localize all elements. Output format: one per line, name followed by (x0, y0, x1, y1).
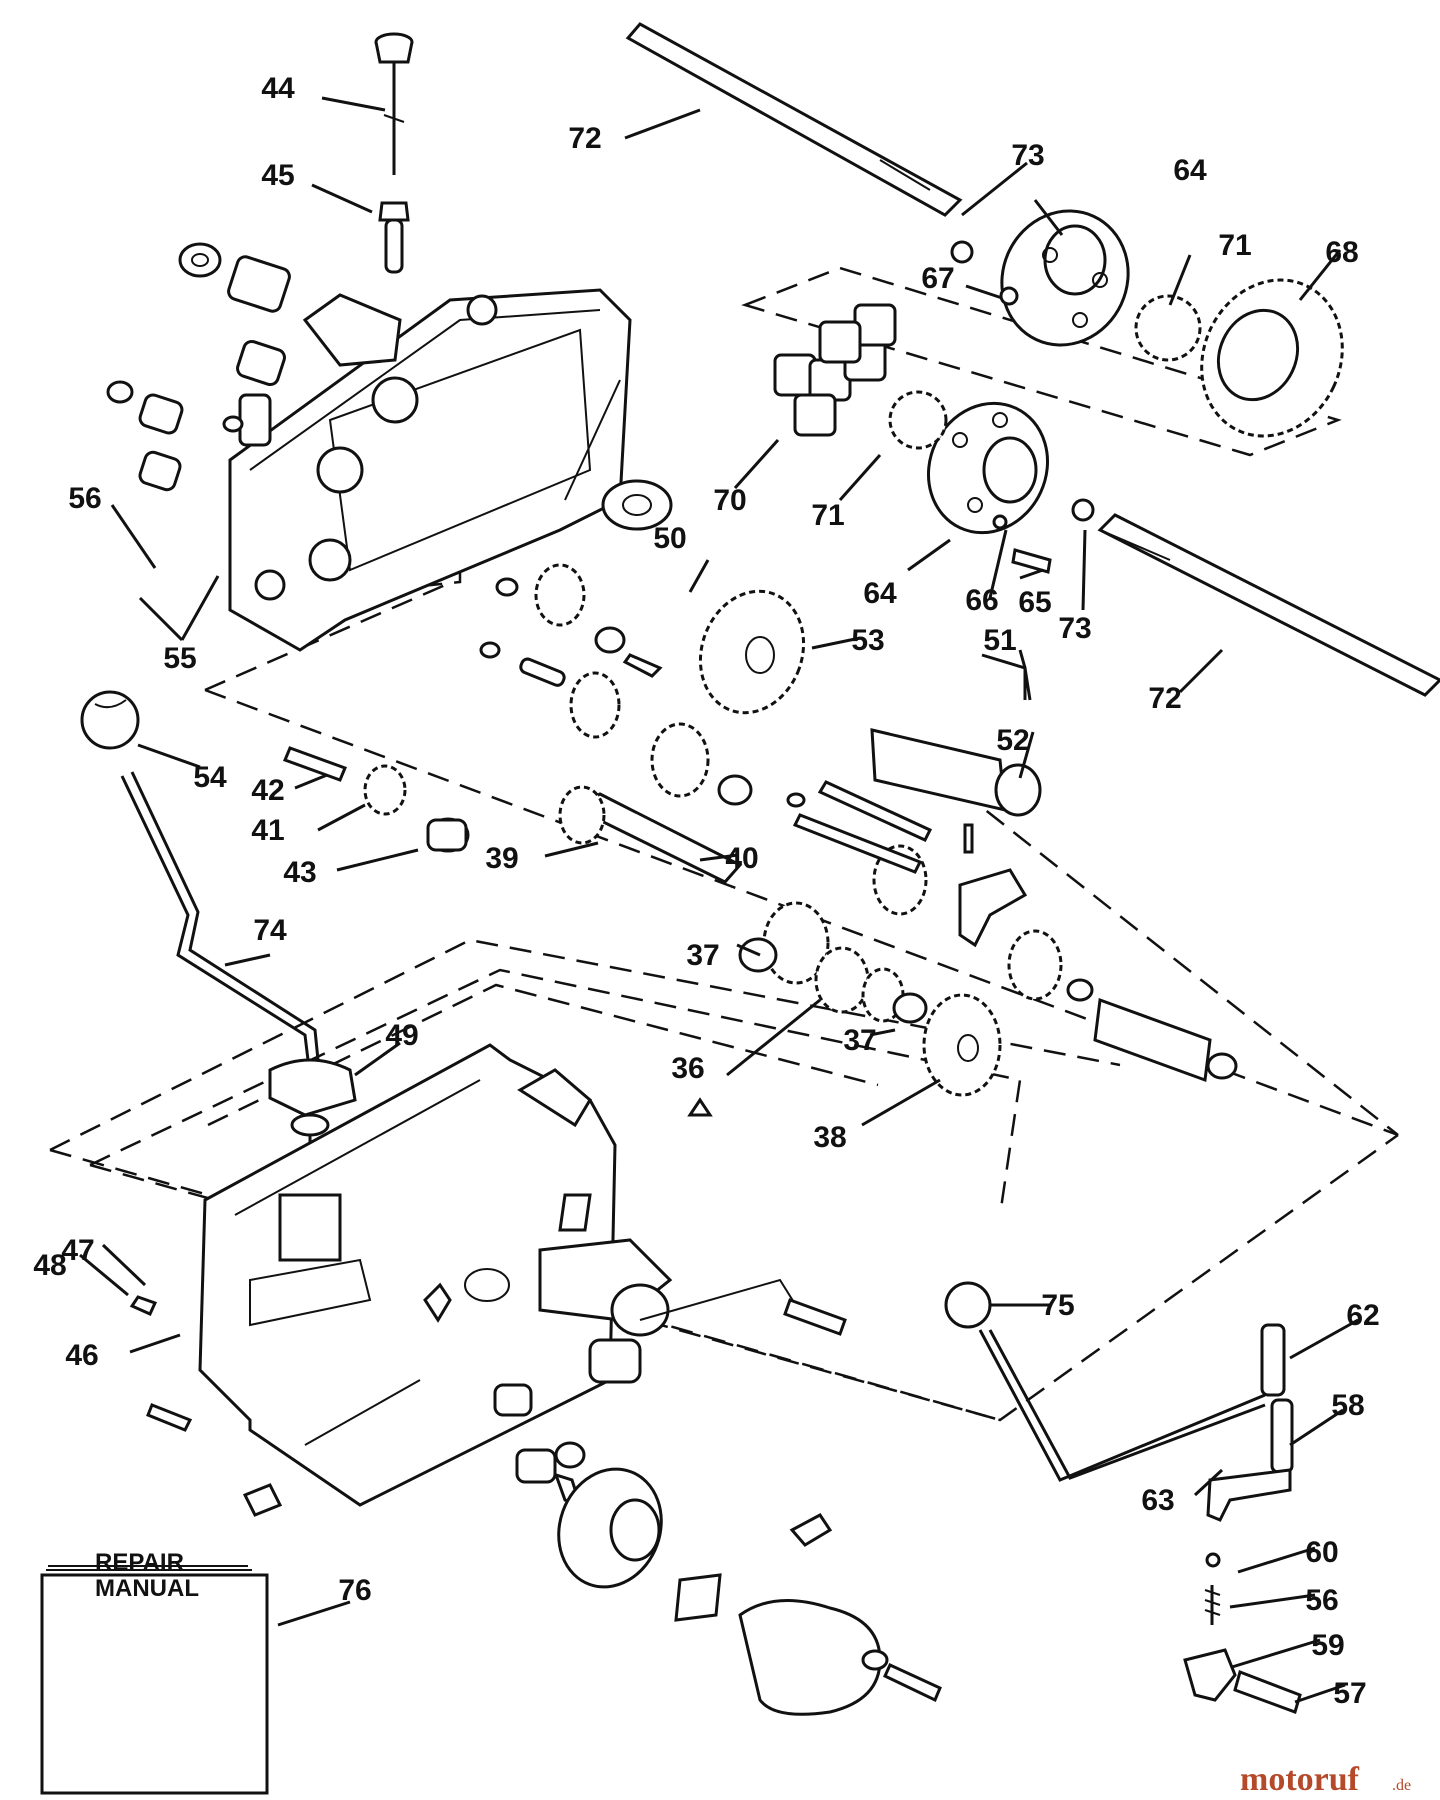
callout-label: 71 (1218, 229, 1251, 262)
callout-label: 54 (193, 761, 227, 794)
repair-manual-line2: MANUAL (95, 1575, 199, 1602)
callout-label: 59 (1311, 1629, 1344, 1662)
left-bearings (106, 242, 673, 531)
callout-label: 37 (843, 1024, 876, 1057)
gear-train (479, 563, 1042, 817)
callout-label: 70 (713, 484, 746, 517)
callout-label: 75 (1041, 1289, 1074, 1322)
callout-label: 50 (653, 522, 686, 555)
watermark-suffix: .de (1392, 1777, 1411, 1794)
callout-label: 57 (1333, 1677, 1366, 1710)
callout-label: 67 (921, 262, 954, 295)
callout-label: 64 (863, 577, 897, 610)
callout-label: 43 (283, 856, 316, 889)
callout-label: 53 (851, 624, 884, 657)
callout-label: 51 (983, 624, 1016, 657)
callout-label: 74 (253, 914, 287, 947)
callout-label: 72 (1148, 682, 1181, 715)
callout-label: 68 (1325, 236, 1358, 269)
lower-housing (198, 1043, 806, 1507)
callout-label: 41 (251, 814, 284, 847)
callout-label: 60 (1305, 1536, 1338, 1569)
callout-label: 46 (65, 1339, 98, 1372)
axle-lower (1097, 513, 1440, 697)
differential (888, 209, 1344, 574)
callout-label: 48 (33, 1249, 66, 1282)
cluster-shaft (558, 780, 1238, 1097)
callout-label: 73 (1058, 612, 1091, 645)
callout-label: 49 (385, 1019, 418, 1052)
repair-manual-booklet (40, 1565, 269, 1795)
callout-label: 52 (996, 724, 1029, 757)
leader-lines (79, 96, 1359, 1704)
callout-label: 45 (261, 159, 294, 192)
callout-label: 73 (1011, 139, 1044, 172)
callout-label: 39 (485, 842, 518, 875)
watermark-name: motoruf (1240, 1761, 1360, 1798)
callout-label: 47 (61, 1234, 94, 1267)
callout-label: 71 (811, 499, 844, 532)
callout-label: 40 (725, 842, 758, 875)
callout-label: 66 (965, 584, 998, 617)
small-gears (283, 746, 470, 853)
callout-label: 44 (261, 72, 295, 105)
callout-label: 38 (813, 1121, 846, 1154)
callout-label: 37 (686, 939, 719, 972)
shift-lever (80, 690, 357, 1203)
dipstick (374, 32, 414, 274)
callout-label: 76 (338, 1574, 371, 1607)
upper-housing (228, 288, 632, 652)
callout-label: 56 (68, 482, 101, 515)
axle-upper (625, 22, 963, 217)
callout-label: 58 (1331, 1389, 1364, 1422)
callout-label: 42 (251, 774, 284, 807)
range-shift-lever (944, 1281, 1302, 1714)
callout-label: 72 (568, 122, 601, 155)
callout-label: 63 (1141, 1484, 1174, 1517)
callout-label: 56 (1305, 1584, 1338, 1617)
callout-label: 64 (1173, 154, 1207, 187)
pinion-cluster (773, 303, 897, 437)
callout-label: 62 (1346, 1299, 1379, 1332)
callout-label: 65 (1018, 586, 1051, 619)
repair-manual-line1: REPAIR (95, 1549, 184, 1576)
callout-label: 36 (671, 1052, 704, 1085)
callout-label: 55 (163, 642, 196, 675)
brake-assembly (129, 1097, 942, 1716)
